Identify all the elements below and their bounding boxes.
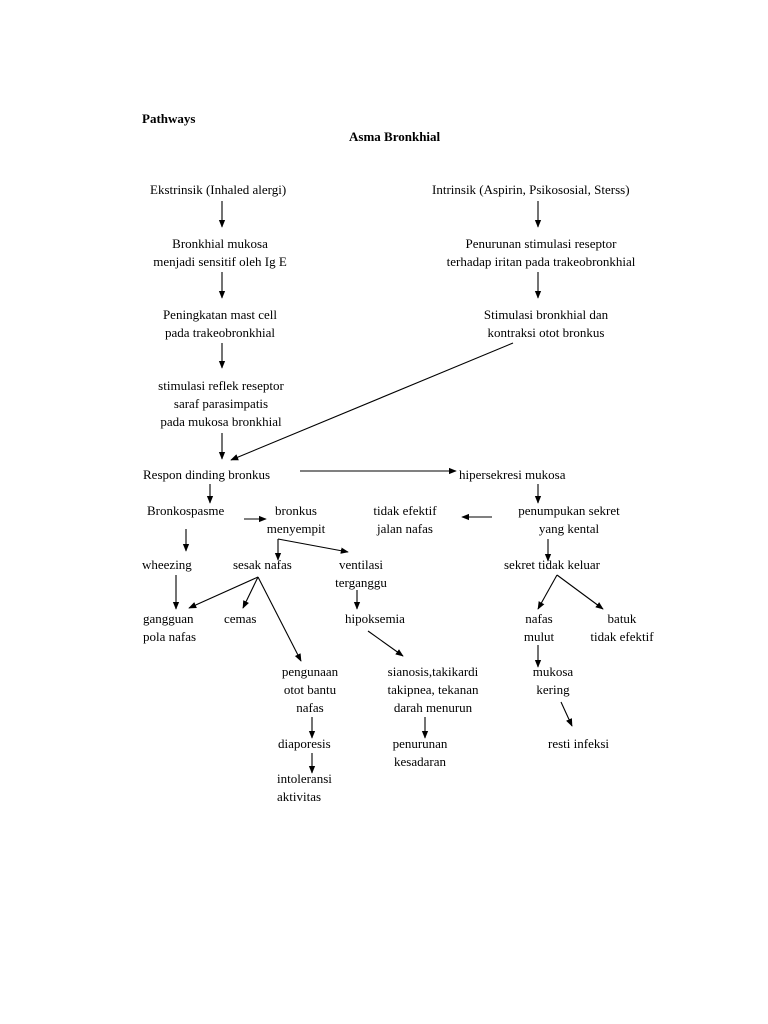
node-pengunaan-otot-bantu: pengunaan otot bantu nafas <box>281 664 339 715</box>
node-hipersekresi: hipersekresi mukosa <box>459 467 566 482</box>
node-wheezing: wheezing <box>142 557 192 572</box>
arrow-sekret-to-nafas-mulut <box>537 574 558 610</box>
node-intoleransi-aktivitas: intoleransi aktivitas <box>277 771 332 804</box>
node-nafas-mulut: nafas mulut <box>523 611 555 644</box>
arrow-mukosa-to-resti <box>560 701 573 727</box>
arrow-hipoksemia-to-sianosis <box>367 630 404 657</box>
node-ekstrinsik: Ekstrinsik (Inhaled alergi) <box>150 182 287 197</box>
arrow-sekret-to-batuk <box>556 574 604 610</box>
node-sesak-nafas: sesak nafas <box>233 557 292 572</box>
node-cemas: cemas <box>224 611 257 626</box>
diagram-title: Asma Bronkhial <box>349 129 441 144</box>
node-tidak-efektif-jalan-nafas: tidak efektif jalan nafas <box>373 503 437 536</box>
node-stimulasi-reflek: stimulasi reflek reseptor saraf parasimp… <box>158 378 284 429</box>
arrow-sesak-to-cemas <box>242 576 259 609</box>
node-sianosis: sianosis,takikardi takipnea, tekanan dar… <box>387 664 479 715</box>
node-sekret-tidak-keluar: sekret tidak keluar <box>504 557 601 572</box>
arrow-sesak-to-gangguan <box>188 576 259 609</box>
node-mukosa-kering: mukosa kering <box>532 664 574 697</box>
node-hipoksemia: hipoksemia <box>345 611 405 626</box>
node-ventilasi-terganggu: ventilasi terganggu <box>335 557 387 590</box>
node-diaporesis: diaporesis <box>278 736 331 751</box>
node-resti-infeksi: resti infeksi <box>548 736 610 751</box>
node-bronkospasme: Bronkospasme <box>147 503 225 518</box>
node-penurunan-kesadaran: penurunan kesadaran <box>392 736 448 769</box>
node-bronkhial-mukosa: Bronkhial mukosa menjadi sensitif oleh I… <box>153 236 287 269</box>
node-gangguan-pola-nafas: gangguan pola nafas <box>143 611 197 644</box>
node-stimulasi-bronkhial: Stimulasi bronkhial dan kontraksi otot b… <box>483 307 609 340</box>
node-intrinsik: Intrinsik (Aspirin, Psikososial, Sterss) <box>432 182 630 197</box>
node-batuk-tidak-efektif: batuk tidak efektif <box>590 611 654 644</box>
node-penurunan-stimulasi: Penurunan stimulasi reseptor terhadap ir… <box>446 236 636 269</box>
node-peningkatan-mast-cell: Peningkatan mast cell pada trakeobronkhi… <box>162 307 278 340</box>
node-respon-dinding: Respon dinding bronkus <box>143 467 271 482</box>
node-bronkus-menyempit: bronkus menyempit <box>266 503 326 536</box>
node-penumpukan-sekret: penumpukan sekret yang kental <box>518 503 620 536</box>
arrow-sesak-to-pengunaan <box>257 576 302 662</box>
arrow-menyempit-to-ventilasi <box>277 538 349 554</box>
arrow-stimulasi-to-respon <box>230 342 514 461</box>
section-heading: Pathways <box>142 111 196 126</box>
